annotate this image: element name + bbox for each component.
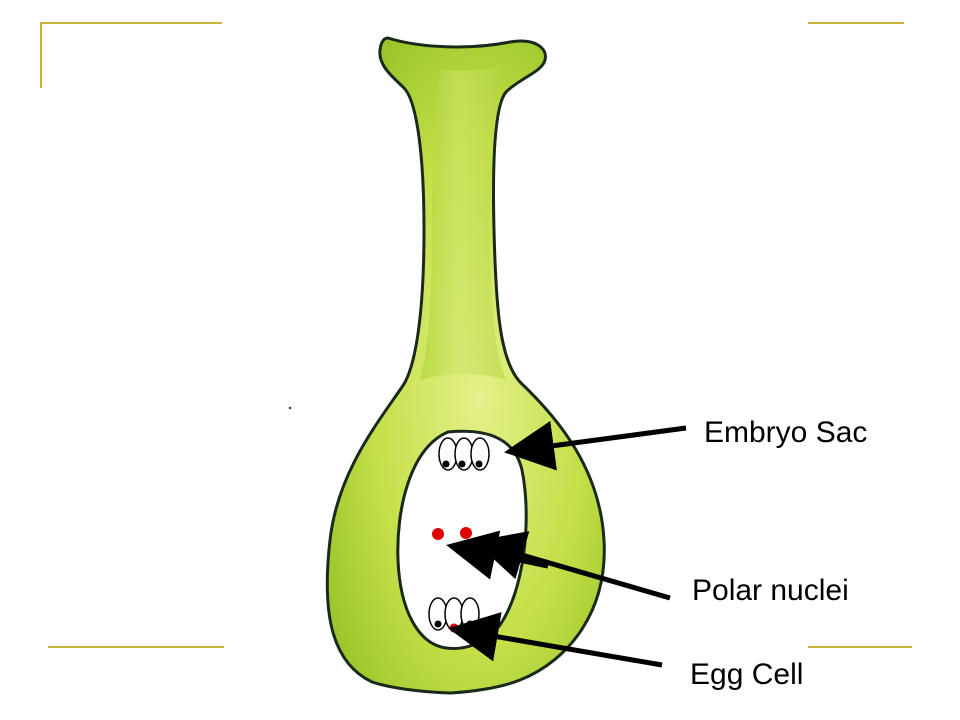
embryo-sac-label: Embryo Sac — [704, 416, 868, 449]
embryo-sac-arrow — [504, 420, 687, 471]
stray-dot — [288, 406, 292, 410]
frame-top-left-horizontal — [40, 22, 222, 24]
antipodal-cells — [438, 437, 490, 471]
frame-top-left-vertical — [40, 22, 42, 88]
egg-cell-label: Egg Cell — [690, 658, 804, 691]
egg-apparatus — [428, 597, 480, 633]
frame-bottom-right-horizontal — [808, 646, 912, 648]
frame-bottom-left-horizontal — [48, 646, 224, 648]
polar-nuclei-arrow-1 — [474, 531, 671, 601]
egg-nucleus — [449, 623, 459, 633]
egg-cell-arrow — [448, 612, 663, 668]
polar-nuclei-label: Polar nuclei — [692, 574, 849, 607]
style-highlight — [420, 66, 506, 380]
frame-top-right-horizontal — [808, 22, 904, 24]
polar-nuclei-arrow-2 — [446, 530, 549, 580]
